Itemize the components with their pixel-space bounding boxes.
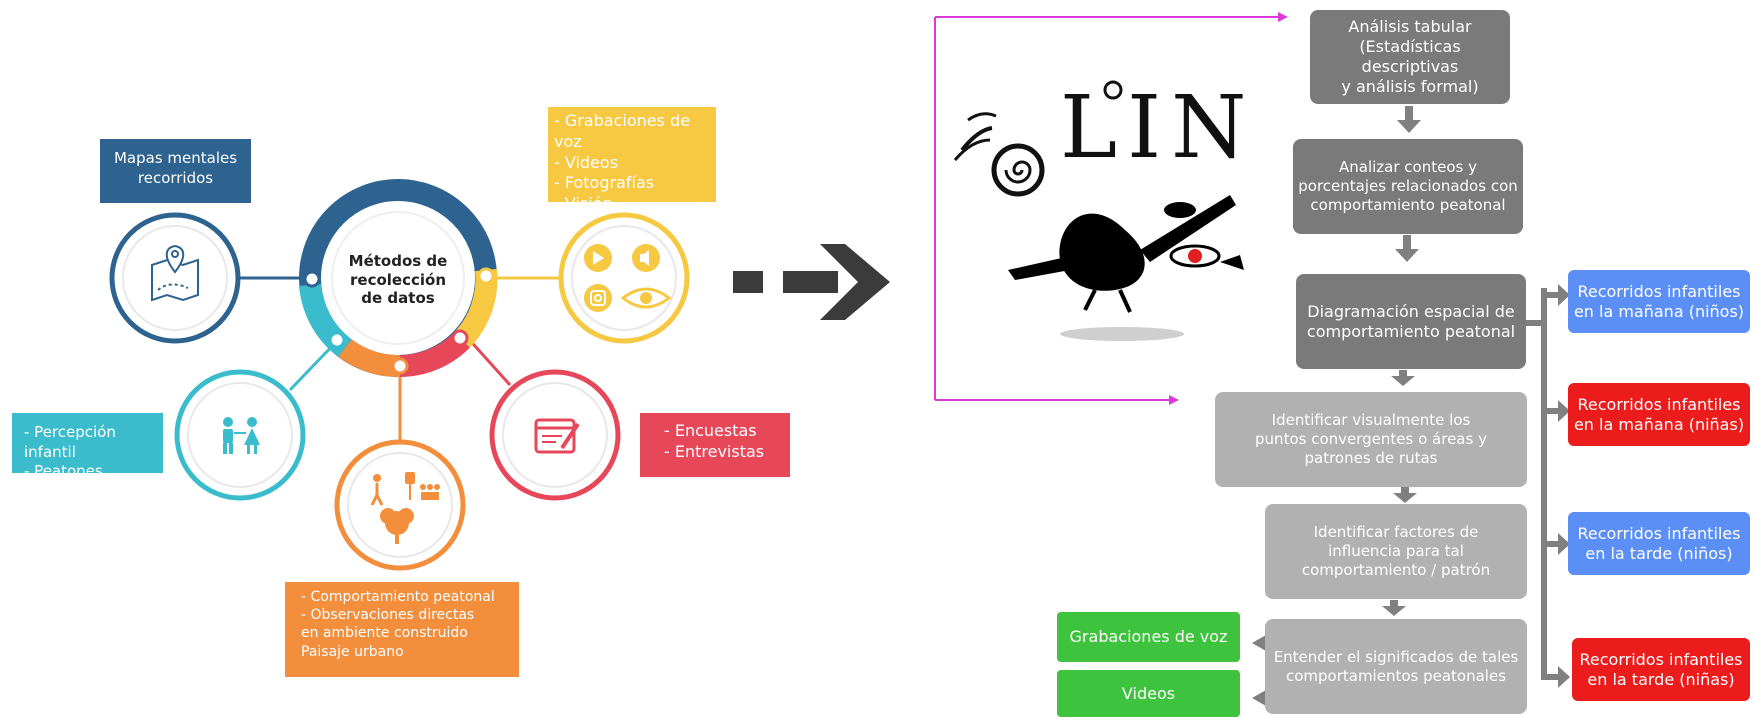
flow-step-identificar-factores: Identificar factores de influencia para … (1265, 504, 1527, 599)
survey-icon (534, 418, 580, 454)
recorridos-manana-ninas: Recorridos infantiles en la mañana (niña… (1568, 383, 1750, 446)
flow-arrows (1252, 106, 1421, 706)
output-videos: Videos (1057, 670, 1240, 717)
recorridos-tarde-ninos: Recorridos infantiles en la tarde (niños… (1568, 512, 1750, 575)
olin-logo (953, 80, 1244, 341)
logo-text: LIN (1060, 78, 1257, 178)
children-icon (223, 417, 260, 454)
method-label-encuestas: - Encuestas - Entrevistas (640, 413, 790, 477)
media-icons (584, 244, 672, 312)
method-label-percepcion: - Percepción infantil - Peatones (12, 413, 163, 480)
map-circle (109, 212, 241, 344)
center-title: Métodos de recolección de datos (348, 251, 448, 308)
media-circle (558, 212, 690, 344)
center-ring (299, 179, 498, 377)
transition-arrow (733, 244, 890, 320)
map-pin-icon (151, 244, 199, 302)
pedestrian-circle (334, 439, 466, 571)
pedestrian-tree-icon (370, 472, 440, 544)
flow-step-entender: Entender el significados de tales compor… (1265, 619, 1527, 714)
output-grabaciones-voz: Grabaciones de voz (1057, 612, 1240, 662)
method-label-mapas: Mapas mentales recorridos (100, 139, 251, 203)
recorridos-manana-ninos: Recorridos infantiles en la mañana (niño… (1568, 270, 1750, 333)
method-label-comportamiento: - Comportamiento peatonal - Observacione… (285, 582, 519, 677)
method-label-grabaciones: - Grabaciones de voz - Videos - Fotograf… (548, 107, 716, 213)
flow-step-analizar-conteos: Analizar conteos y porcentajes relaciona… (1293, 139, 1523, 234)
flow-step-identificar-visual: Identificar visualmente los puntos conve… (1215, 392, 1527, 487)
recorridos-bracket (1525, 284, 1570, 688)
flow-step-analisis-tabular: Análisis tabular (Estadísticas descripti… (1310, 10, 1510, 104)
recorridos-tarde-ninas: Recorridos infantiles en la tarde (niñas… (1572, 638, 1750, 701)
flow-step-diagramacion: Diagramación espacial de comportamiento … (1296, 274, 1526, 369)
children-circle (174, 369, 306, 501)
logo-bracket (934, 12, 1288, 405)
connector-lines (240, 276, 562, 440)
